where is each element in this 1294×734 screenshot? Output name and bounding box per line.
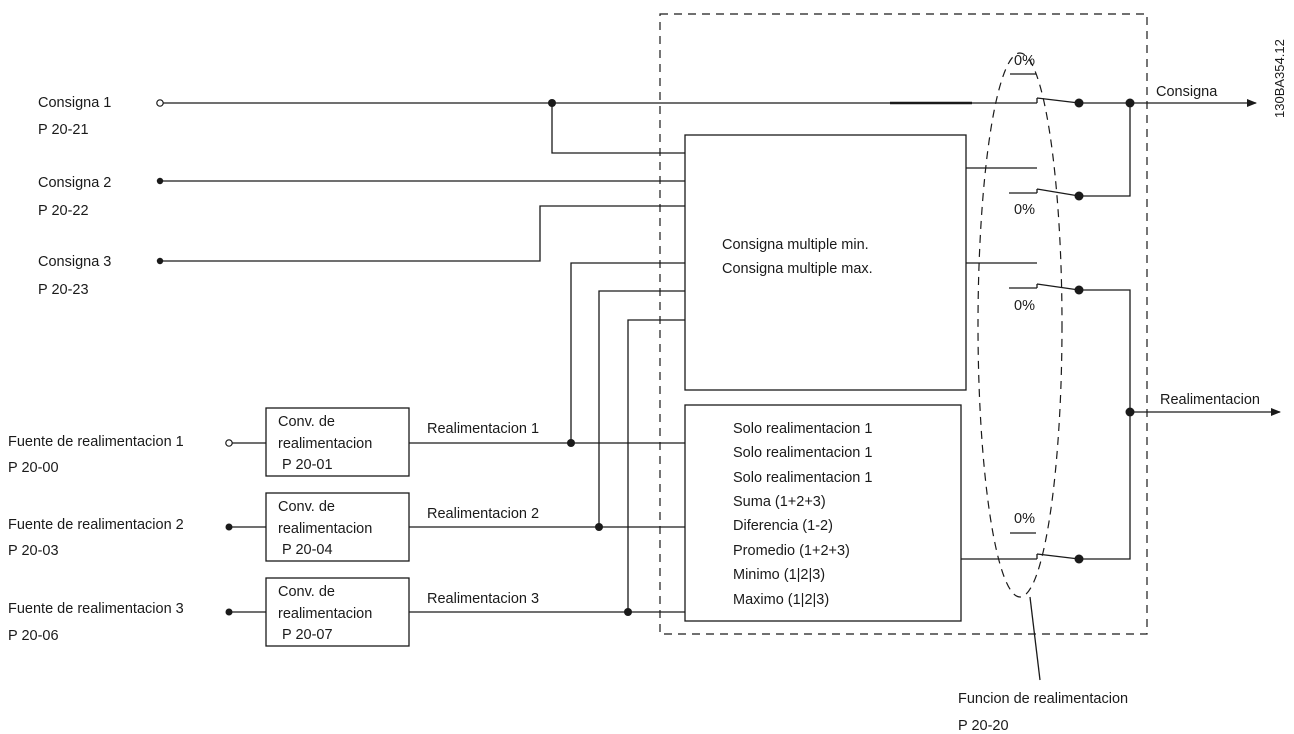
feedback-source1-terminal	[225, 439, 233, 447]
converter1-line2: realimentacion	[278, 436, 372, 452]
converter2-line2: realimentacion	[278, 521, 372, 537]
switch1-blade	[1036, 97, 1080, 104]
setpoint3-label: Consigna 3	[38, 254, 111, 270]
setpoint3-wire	[160, 205, 685, 262]
feedback3-line-label: Realimentacion 3	[427, 591, 539, 607]
feedback-source1-label: Fuente de realimentacion 1	[8, 434, 184, 450]
switch2-blade	[1036, 188, 1080, 197]
setpoint1-branch	[551, 103, 685, 154]
feedback-source2-label: Fuente de realimentacion 2	[8, 517, 184, 533]
multi-setpoint-min: Consigna multiple min.	[722, 237, 869, 253]
multi-setpoint-max: Consigna multiple max.	[722, 261, 873, 277]
feedback3-junction	[624, 608, 632, 616]
function-option-4: Suma (1+2+3)	[733, 494, 826, 510]
function-option-5: Diferencia (1-2)	[733, 518, 833, 534]
switch1-label: 0%	[1014, 53, 1035, 69]
feedback2-to-setpoint-box	[598, 290, 685, 527]
converter2-line1: Conv. de	[278, 499, 335, 515]
function-label-leader	[1029, 596, 1041, 681]
converter1-line1: Conv. de	[278, 414, 335, 430]
converter3-box	[265, 577, 410, 647]
function-option-2: Solo realimentacion 1	[733, 445, 872, 461]
feedback2-line-label: Realimentacion 2	[427, 506, 539, 522]
switch4-blade	[1036, 553, 1080, 560]
function-option-3: Solo realimentacion 1	[733, 470, 872, 486]
switch2-label: 0%	[1014, 202, 1035, 218]
setpoint1-terminal	[156, 99, 164, 107]
switch2-to-bus	[1079, 103, 1131, 197]
setpoint3-param: P 20-23	[38, 282, 89, 298]
feedback3-to-setpoint-box	[627, 319, 685, 612]
function-option-7: Minimo (1|2|3)	[733, 567, 825, 583]
switch3-blade	[1036, 283, 1080, 291]
controller-boundary	[659, 13, 1148, 635]
converter3-param: P 20-07	[282, 627, 333, 643]
feedback-source2-param: P 20-03	[8, 543, 59, 559]
converter3-line1: Conv. de	[278, 584, 335, 600]
function-label-title: Funcion de realimentacion	[958, 691, 1128, 707]
function-option-8: Maximo (1|2|3)	[733, 592, 829, 608]
feedback-source3-param: P 20-06	[8, 628, 59, 644]
function-option-1: Solo realimentacion 1	[733, 421, 872, 437]
feedback-source3-label: Fuente de realimentacion 3	[8, 601, 184, 617]
converter2-box	[265, 492, 410, 562]
function-selector-ellipse	[977, 52, 1063, 598]
feedback-function-box	[684, 404, 962, 622]
feedback1-junction	[567, 439, 575, 447]
feedback1-to-setpoint-box	[570, 262, 685, 443]
setpoint2-param: P 20-22	[38, 203, 89, 219]
feedback1-line-label: Realimentacion 1	[427, 421, 539, 437]
feedback-source1-param: P 20-00	[8, 460, 59, 476]
converter3-line2: realimentacion	[278, 606, 372, 622]
switch4-label: 0%	[1014, 511, 1035, 527]
setpoint1-label: Consigna 1	[38, 95, 111, 111]
document-id: 130BA354.12	[1272, 39, 1287, 118]
setpoint-output-label: Consigna	[1156, 84, 1218, 100]
feedback-output-label: Realimentacion	[1160, 392, 1260, 408]
converter1-param: P 20-01	[282, 457, 333, 473]
feedback2-junction	[595, 523, 603, 531]
converter2-param: P 20-04	[282, 542, 333, 558]
setpoint2-label: Consigna 2	[38, 175, 111, 191]
switch3-to-bus	[1079, 289, 1131, 560]
converter1-box	[265, 407, 410, 477]
setpoint1-param: P 20-21	[38, 122, 89, 138]
switch3-label: 0%	[1014, 298, 1035, 314]
function-label-param: P 20-20	[958, 718, 1009, 734]
function-option-6: Promedio (1+2+3)	[733, 543, 850, 559]
